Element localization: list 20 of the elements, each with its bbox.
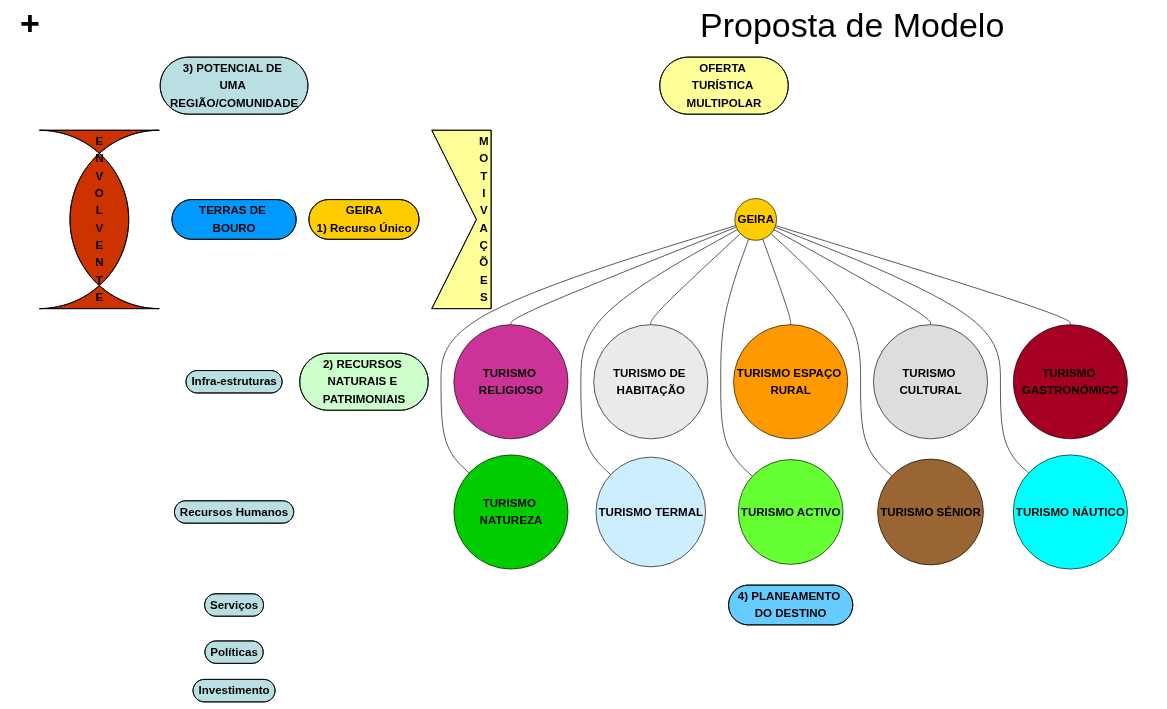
node-circle: TURISMO NATUREZA [453, 454, 569, 570]
connector [510, 226, 737, 325]
node-circle: TURISMO CULTURAL [873, 324, 988, 440]
connector [580, 229, 738, 475]
node-circle: TURISMO SÉNIOR [877, 458, 984, 566]
connector [774, 226, 1029, 474]
node-circle: TURISMO ESPAÇO RURAL [733, 324, 849, 440]
connector [720, 238, 753, 477]
connector [773, 229, 931, 325]
plus-sign: + [20, 4, 40, 43]
node-circle: TURISMO TERMAL [595, 456, 706, 568]
node-circle: TURISMO NÁUTICO [1012, 454, 1128, 570]
connector [770, 233, 893, 477]
node-circle: TURISMO ACTIVO [737, 459, 844, 565]
connector [775, 225, 1071, 325]
node-circle: TURISMO DE HABITAÇÃO [593, 324, 709, 440]
node-circle: GEIRA [734, 198, 777, 241]
node-circle: TURISMO GASTRONÓMICO [1012, 324, 1128, 440]
diagram-title: Proposta de Modelo [700, 6, 1005, 45]
node-circle: TURISMO RELIGIOSO [453, 324, 569, 440]
